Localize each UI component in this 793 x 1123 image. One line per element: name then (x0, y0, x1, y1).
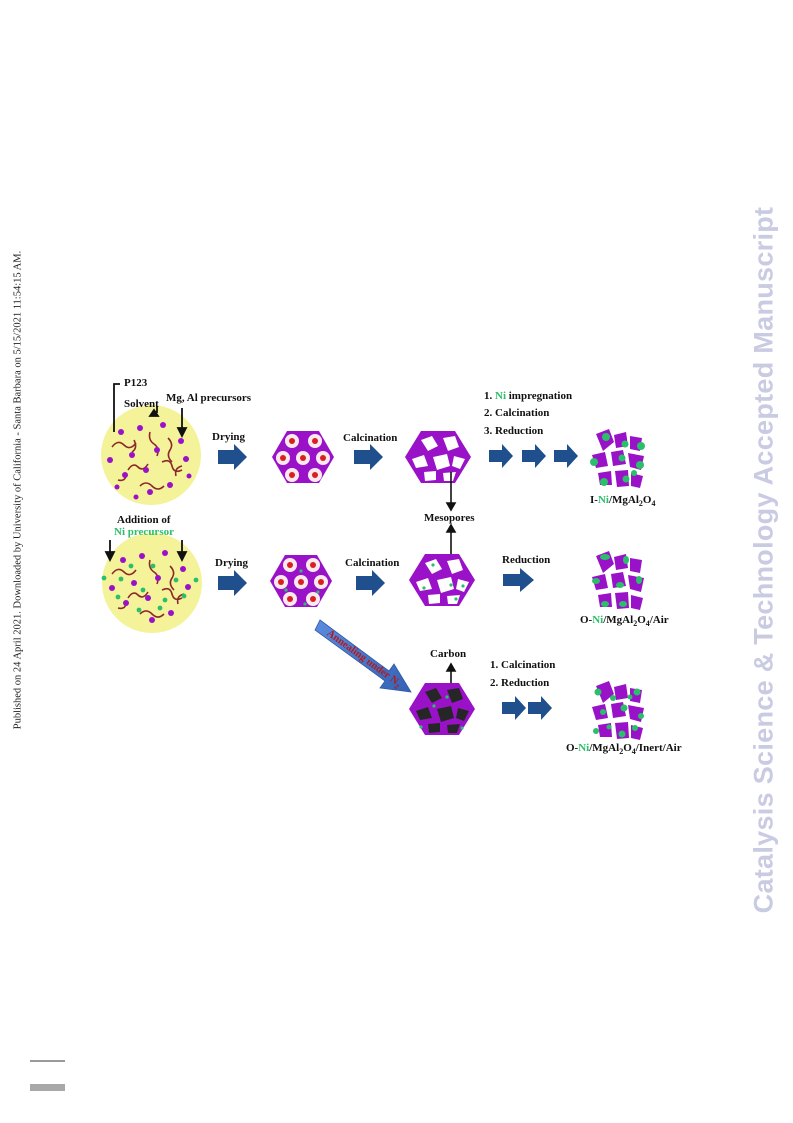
subscript: 2 (619, 747, 624, 757)
mesopores-pointer (445, 472, 457, 562)
product-atmosphere: /Air (649, 614, 669, 626)
carbon-label: Carbon (430, 648, 467, 660)
product-formula: /MgAl (589, 742, 620, 754)
precursors-label: Mg, Al precursors (166, 392, 252, 404)
catalyst-particles-3 (592, 681, 644, 740)
blue-arrow (354, 444, 383, 470)
subscript: 4 (651, 499, 656, 509)
ni-text: Ni (592, 614, 604, 626)
step-text: impregnation (506, 390, 573, 402)
blue-arrow (502, 696, 552, 720)
product-formula: /MgAl (603, 614, 634, 626)
solvent-label: Solvent (124, 398, 159, 410)
row3-step-reduction: 2. Reduction (490, 677, 550, 689)
row2-drying-label: Drying (215, 557, 248, 569)
footer-rule (30, 1060, 65, 1062)
blue-arrow (218, 570, 247, 596)
product-formula: O (642, 494, 652, 506)
mesopores-label: Mesopores (424, 512, 475, 524)
ni-precursor-label: Ni precursor (114, 526, 174, 538)
row2-calcination-label: Calcination (345, 557, 400, 569)
product-prefix: O- (566, 742, 579, 754)
row2-reduction-label: Reduction (502, 554, 551, 566)
ni-text: Ni (597, 494, 609, 506)
ni-text: Ni (578, 742, 590, 754)
precursor-solution-2 (101, 533, 202, 633)
blue-arrow (489, 444, 578, 468)
annealing-arrow (314, 619, 412, 693)
row1-calcination-label: Calcination (343, 432, 398, 444)
step-number: 1. (484, 390, 495, 402)
pointer-lines-1 (113, 383, 188, 439)
subscript: 2 (638, 499, 643, 509)
carbon-support (409, 683, 475, 735)
product-1-label: I-Ni/MgAl2O4 (590, 494, 655, 508)
product-prefix: I- (590, 494, 598, 506)
subscript: 4 (631, 747, 636, 757)
dried-template-1 (272, 431, 334, 483)
product-formula: O (637, 614, 646, 626)
row1-step-reduction: 3. Reduction (484, 425, 544, 437)
product-2-label: O-Ni/MgAl2O4/Air (580, 614, 669, 628)
product-formula: O (623, 742, 632, 754)
row1-step-calcination: 2. Calcination (484, 407, 550, 419)
product-prefix: O- (580, 614, 593, 626)
row1-step-impregnation: 1. Ni impregnation (484, 390, 572, 402)
subscript: 4 (645, 619, 650, 629)
product-3-label: O-Ni/MgAl2O4/Inert/Air (566, 742, 682, 756)
footer-block (30, 1084, 65, 1091)
dried-template-2 (270, 555, 332, 607)
mesoporous-support-2 (409, 554, 475, 606)
product-formula: /MgAl (608, 494, 639, 506)
row1-drying-label: Drying (212, 431, 245, 443)
product-atmosphere: /Inert/Air (635, 742, 682, 754)
ni-text: Ni (495, 390, 506, 402)
blue-arrow (503, 568, 534, 592)
p123-label: P123 (124, 377, 148, 389)
row3-step-calcination: 1. Calcination (490, 659, 556, 671)
addition-of-label: Addition of (117, 514, 171, 526)
precursor-solution-1 (101, 405, 201, 505)
blue-arrow (218, 444, 247, 470)
subscript: 2 (633, 619, 638, 629)
catalyst-particles-1 (590, 429, 645, 488)
catalyst-particles-2 (592, 551, 644, 610)
mesoporous-support-1 (405, 431, 471, 483)
blue-arrow (356, 570, 385, 596)
pointer-lines-2 (104, 540, 188, 563)
